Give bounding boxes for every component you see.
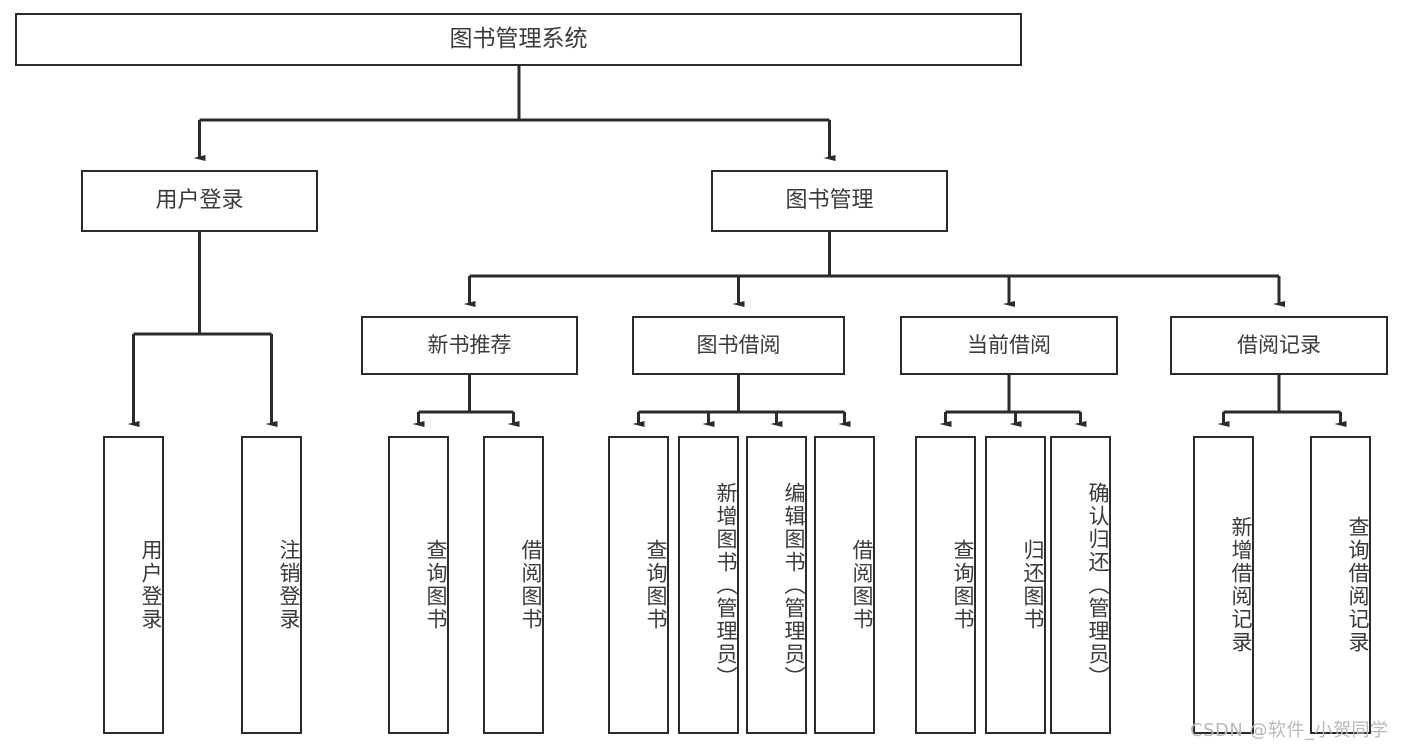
node-current-borrow[interactable]: 当前借阅 [900,316,1118,375]
node-leaf-add-book-admin[interactable]: 新增图书（管理员） [678,436,739,734]
node-leaf-return-book[interactable]: 归还图书 [985,436,1046,734]
node-book-borrow[interactable]: 图书借阅 [632,316,845,375]
node-borrow-record[interactable]: 借阅记录 [1170,316,1388,375]
node-leaf-query-book-1[interactable]: 查询图书 [388,436,449,734]
node-leaf-logout-login[interactable]: 注销登录 [241,436,302,734]
node-leaf-query-borrow-record[interactable]: 查询借阅记录 [1310,436,1371,734]
node-book-manage[interactable]: 图书管理 [711,170,948,232]
node-leaf-query-book-2[interactable]: 查询图书 [608,436,669,734]
node-leaf-confirm-return-admin[interactable]: 确认归还（管理员） [1050,436,1111,734]
node-leaf-borrow-book-1[interactable]: 借阅图书 [483,436,544,734]
node-leaf-user-login[interactable]: 用户登录 [103,436,164,734]
node-leaf-borrow-book-2[interactable]: 借阅图书 [814,436,875,734]
node-leaf-query-book-3[interactable]: 查询图书 [915,436,976,734]
node-user-login[interactable]: 用户登录 [81,170,318,232]
node-new-book-recommend[interactable]: 新书推荐 [361,316,578,375]
node-root[interactable]: 图书管理系统 [15,13,1022,66]
node-leaf-add-borrow-record[interactable]: 新增借阅记录 [1193,436,1254,734]
node-leaf-edit-book-admin[interactable]: 编辑图书（管理员） [746,436,807,734]
